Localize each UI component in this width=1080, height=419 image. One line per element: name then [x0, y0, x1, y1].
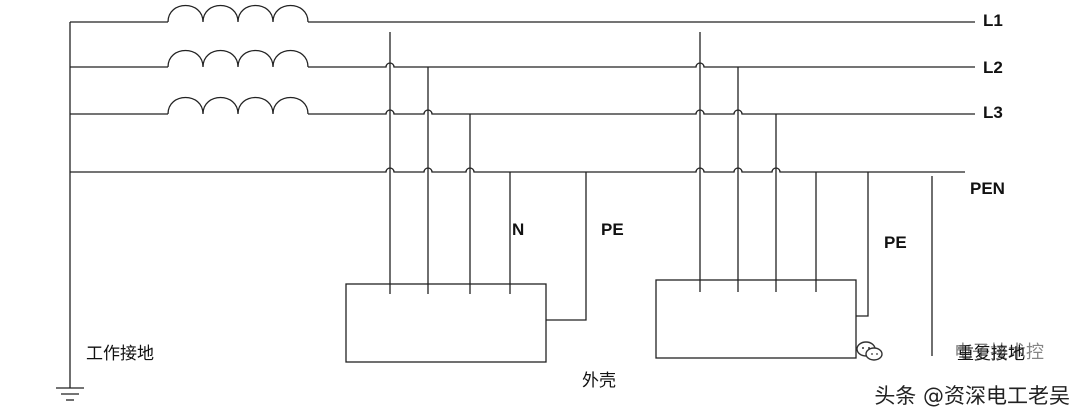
enclosure-box-right	[655, 279, 857, 359]
coil-icon	[167, 5, 309, 115]
pe-wire-left	[546, 172, 587, 321]
coil-icon	[167, 50, 309, 68]
line-label-l2: L2	[983, 58, 1003, 77]
watermark-bottom: 头条 @资深电工老吴	[874, 384, 1070, 408]
working-ground-label: 工作接地	[86, 344, 154, 364]
load-drop-wires	[389, 32, 817, 294]
bus-lines	[70, 21, 975, 173]
bus-line-l3	[308, 109, 975, 115]
line-label-l3: L3	[983, 103, 1003, 122]
pe-wire-right	[856, 172, 869, 317]
working-ground-wire	[69, 21, 168, 388]
coil-icon	[167, 97, 309, 115]
pe-label-left: PE	[601, 220, 624, 239]
bus-line-pen	[70, 167, 965, 173]
enclosure-box-left	[345, 283, 547, 363]
wechat-icon	[856, 341, 883, 361]
bus-line-l2	[308, 62, 975, 68]
repeat-ground-label: 重复接地	[957, 344, 1025, 364]
ground-icon	[56, 387, 84, 401]
enclosure-label: 外壳	[582, 371, 616, 391]
coil-icon	[167, 5, 309, 23]
line-label-l1: L1	[983, 11, 1003, 30]
pe-label-right: PE	[884, 233, 907, 252]
line-label-pen: PEN	[970, 179, 1005, 198]
n-label: N	[512, 220, 525, 239]
watermark-top: 电子技术控	[954, 342, 1044, 363]
